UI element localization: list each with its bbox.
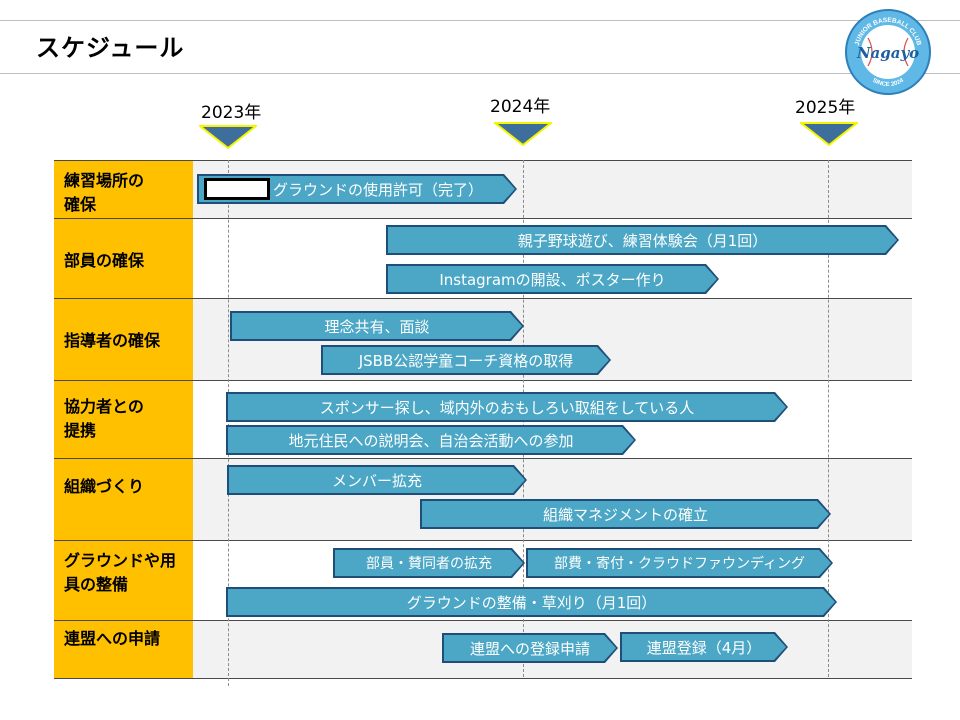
task-ground-maintenance: グラウンドの整備・草刈り（月1回） xyxy=(228,589,835,615)
task-interview: 理念共有、面談 xyxy=(232,313,522,339)
task-label: メンバー拡充 xyxy=(331,471,422,490)
task-label: 組織マネジメントの確立 xyxy=(542,505,708,524)
svg-text:SINCE 2024: SINCE 2024 xyxy=(871,77,905,88)
task-arrow: 親子野球遊び、練習体験会（月1回） xyxy=(386,225,899,255)
redacted-box xyxy=(204,178,270,200)
page-title: スケジュール xyxy=(36,34,185,62)
task-label: Instagramの開設、ポスター作り xyxy=(439,270,666,289)
task-supporters: 部員・賛同者の拡充 xyxy=(335,550,523,576)
task-arrow: 部費・寄付・クラウドファウンディング xyxy=(526,548,833,578)
task-label: 部員・賛同者の拡充 xyxy=(366,556,492,572)
task-arrow: 連盟への登録申請 xyxy=(442,633,618,663)
task-arrow: 地元住民への説明会、自治会活動への参加 xyxy=(226,425,636,455)
task-label: スポンサー探し、域内外のおもしろい取組をしている人 xyxy=(319,398,695,417)
task-arrow: メンバー拡充 xyxy=(227,465,527,495)
task-label: 部費・寄付・クラウドファウンディング xyxy=(553,556,806,572)
task-league-registration: 連盟登録（4月） xyxy=(622,634,786,660)
row-label: 練習場所の 確保 xyxy=(54,161,193,219)
task-arrow: 連盟登録（4月） xyxy=(620,632,788,662)
task-arrow: 理念共有、面談 xyxy=(230,311,524,341)
task-label: 連盟登録（4月） xyxy=(646,638,762,657)
task-label: グラウンドの整備・草刈り（月1回） xyxy=(406,593,657,612)
logo-name: Nagayo xyxy=(856,44,919,62)
row-label: 部員の確保 xyxy=(54,219,193,299)
task-residents: 地元住民への説明会、自治会活動への参加 xyxy=(228,427,634,453)
task-arrow: JSBB公認学童コーチ資格の取得 xyxy=(321,345,611,375)
year-label-2023: 2023年 xyxy=(201,103,262,123)
task-label: 地元住民への説明会、自治会活動への参加 xyxy=(288,431,574,450)
task-funding: 部費・寄付・クラウドファウンディング xyxy=(528,550,831,576)
row-label: 組織づくり xyxy=(54,459,193,541)
task-label: グラウンドの使用許可（完了） xyxy=(273,180,484,199)
task-coach-license: JSBB公認学童コーチ資格の取得 xyxy=(323,347,609,373)
row-equipment: グラウンドや用 具の整備 xyxy=(54,540,912,621)
year-marker-2024 xyxy=(494,122,552,146)
task-member-expansion: メンバー拡充 xyxy=(229,467,525,493)
task-arrow: 組織マネジメントの確立 xyxy=(420,499,831,529)
task-label: 連盟への登録申請 xyxy=(469,639,590,658)
row-label: 連盟への申請 xyxy=(54,621,193,678)
club-logo: JUNIOR BASEBALL CLUB SINCE 2024 Nagayo xyxy=(845,9,931,95)
task-trial-events: 親子野球遊び、練習体験会（月1回） xyxy=(388,227,897,253)
header-top-rule xyxy=(0,20,960,21)
row-partners: 協力者との 提携 xyxy=(54,380,912,459)
task-arrow: 部員・賛同者の拡充 xyxy=(333,548,525,578)
header-bottom-rule xyxy=(0,73,960,74)
row-label: グラウンドや用 具の整備 xyxy=(54,541,193,621)
task-instagram: Instagramの開設、ポスター作り xyxy=(388,266,717,292)
row-label: 協力者との 提携 xyxy=(54,381,193,459)
row-practice-field: 練習場所の 確保 xyxy=(54,160,912,219)
task-label: 親子野球遊び、練習体験会（月1回） xyxy=(517,231,768,250)
task-sponsors: スポンサー探し、域内外のおもしろい取組をしている人 xyxy=(228,394,786,420)
year-marker-2025 xyxy=(800,122,858,146)
task-org-management: 組織マネジメントの確立 xyxy=(422,501,829,527)
task-league-application: 連盟への登録申請 xyxy=(444,635,616,661)
task-arrow: Instagramの開設、ポスター作り xyxy=(386,264,719,294)
task-arrow: グラウンドの整備・草刈り（月1回） xyxy=(226,587,837,617)
task-label: JSBB公認学童コーチ資格の取得 xyxy=(358,351,574,370)
year-label-2025: 2025年 xyxy=(795,98,856,118)
logo-bottom-text: SINCE 2024 xyxy=(871,77,905,88)
row-label: 指導者の確保 xyxy=(54,299,193,381)
year-marker-2023 xyxy=(199,125,257,149)
year-label-2024: 2024年 xyxy=(490,97,551,117)
task-label: 理念共有、面談 xyxy=(324,317,430,336)
guide-2025 xyxy=(828,160,829,677)
task-arrow: スポンサー探し、域内外のおもしろい取組をしている人 xyxy=(226,392,788,422)
row-members: 部員の確保 xyxy=(54,218,912,299)
guide-2023 xyxy=(228,160,229,686)
